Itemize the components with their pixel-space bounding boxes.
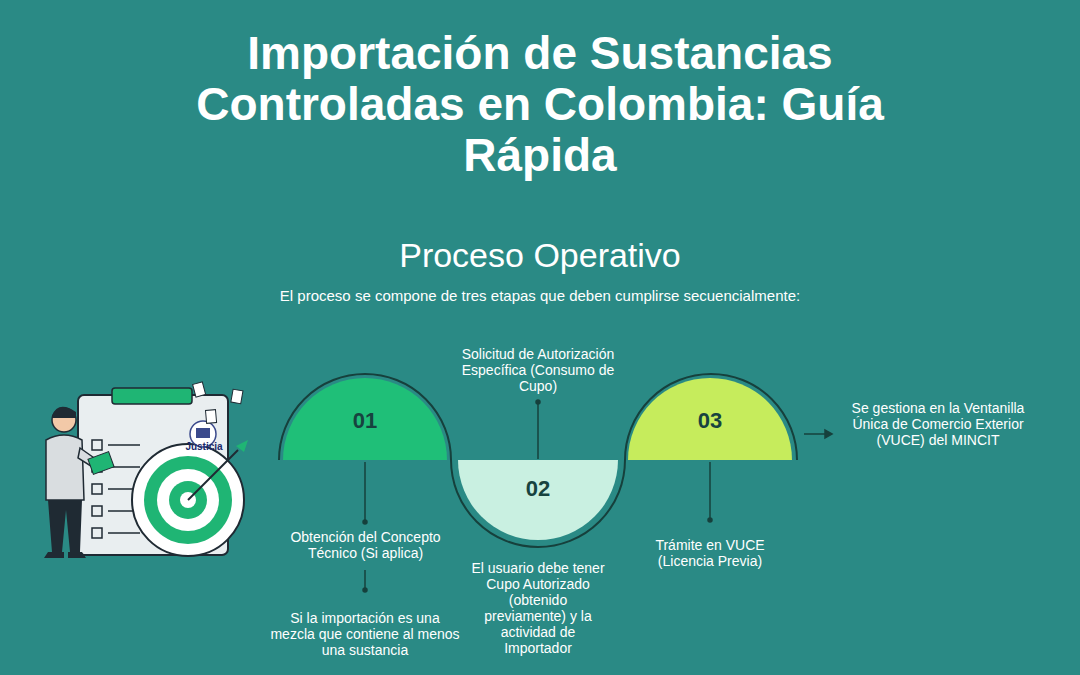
semicircle-fill — [283, 378, 447, 460]
step-note: Trámite en VUCE (Licencia Previa) — [630, 537, 790, 569]
step-note: El usuario debe tener Cupo Autorizado (o… — [468, 560, 608, 657]
section-heading: Proceso Operativo — [240, 236, 840, 275]
step-number: 01 — [283, 408, 447, 434]
title: Importación de Sustancias Controladas en… — [120, 28, 960, 181]
step-note: Obtención del Concepto Técnico (Si aplic… — [268, 529, 463, 561]
wave-outline — [279, 374, 797, 547]
stage-semicircle: 03 — [628, 378, 792, 460]
logo-text: Justicia — [174, 442, 234, 452]
step-number: 02 — [458, 476, 618, 502]
step-note: Se gestiona en la Ventanilla Única de Co… — [838, 400, 1038, 448]
semicircle-fill — [628, 378, 792, 460]
step-number: 03 — [628, 408, 792, 434]
step-note: El proceso se compone de tres etapas que… — [140, 287, 940, 304]
stage-semicircle: 01 — [283, 378, 447, 460]
step-note: Solicitud de Autorización Específica (Co… — [448, 346, 628, 394]
person-illustration — [44, 382, 248, 558]
step-note: Si la importación es una mezcla que cont… — [270, 610, 460, 658]
semicircle-fill — [458, 460, 618, 540]
stage-semicircle: 02 — [458, 460, 618, 540]
